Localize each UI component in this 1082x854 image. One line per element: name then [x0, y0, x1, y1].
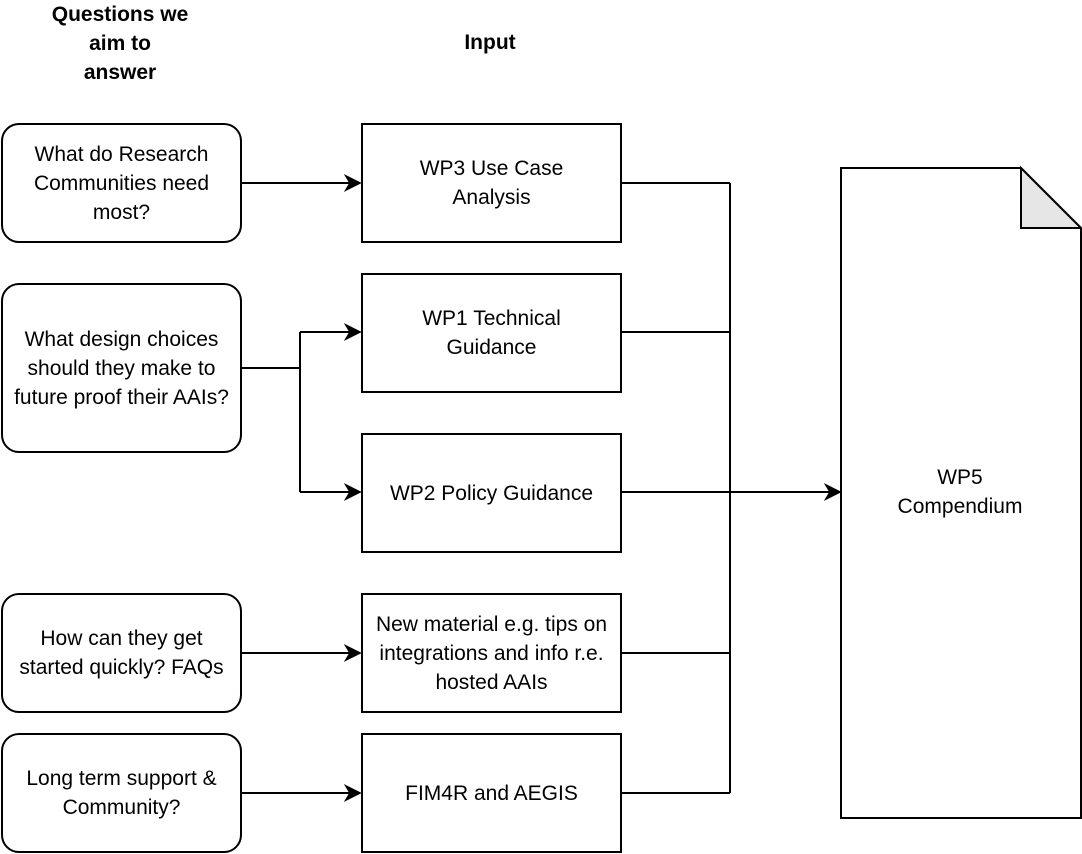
- input-column-header: Input: [464, 31, 516, 54]
- input-text-new-material: New material e.g. tips on integrations a…: [375, 612, 608, 694]
- input-text-wp1: WP1 Technical Guidance: [422, 307, 561, 359]
- input-box-wp2: WP2 Policy Guidance: [361, 433, 622, 553]
- line-q2-branch: [242, 332, 301, 369]
- question-box-2: What design choices should they make to …: [1, 283, 242, 453]
- question-text-4: Long term support & Community?: [26, 767, 217, 819]
- question-text-3: How can they get started quickly? FAQs: [19, 627, 224, 679]
- compendium-document-icon: [840, 165, 1082, 819]
- question-box-1: What do Research Communities need most?: [1, 123, 242, 243]
- input-box-fim4r: FIM4R and AEGIS: [361, 733, 622, 853]
- input-box-wp1: WP1 Technical Guidance: [361, 273, 622, 393]
- input-text-wp3: WP3 Use Case Analysis: [419, 157, 564, 209]
- input-text-fim4r: FIM4R and AEGIS: [405, 781, 578, 805]
- compendium-label: WP5 Compendium: [897, 466, 1023, 518]
- question-text-1: What do Research Communities need most?: [33, 142, 210, 224]
- question-text-2: What design choices should they make to …: [14, 327, 229, 409]
- input-text-wp2: WP2 Policy Guidance: [389, 481, 594, 505]
- question-box-3: How can they get started quickly? FAQs: [1, 593, 242, 713]
- question-box-4: Long term support & Community?: [1, 733, 242, 853]
- input-box-new-material: New material e.g. tips on integrations a…: [361, 593, 622, 713]
- input-box-wp3: WP3 Use Case Analysis: [361, 123, 622, 243]
- questions-column-header: Questions we aim to answer: [51, 3, 189, 84]
